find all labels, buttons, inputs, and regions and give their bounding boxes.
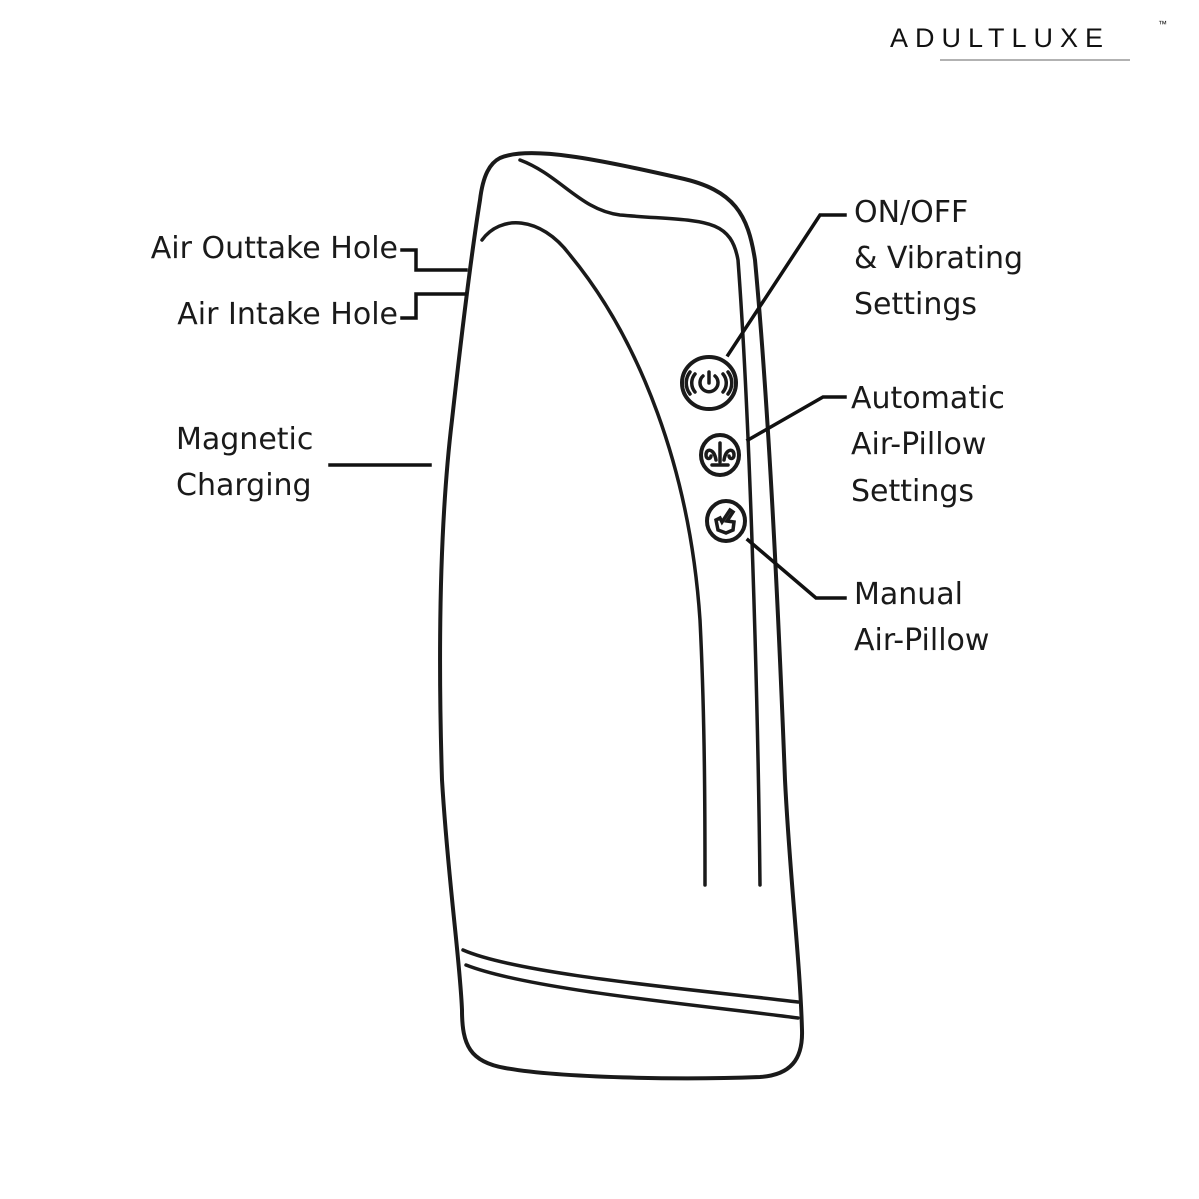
brand-logo: ADULTLUXE ™ — [890, 19, 1167, 61]
air-intake-leader — [400, 292, 468, 320]
hand-pointer-icon — [714, 507, 736, 535]
label-power-3: Settings — [854, 287, 977, 322]
label-air-intake: Air Intake Hole — [177, 297, 398, 332]
label-air-outtake: Air Outtake Hole — [151, 231, 398, 266]
device-outline — [438, 151, 805, 1081]
label-magnetic-1: Magnetic — [176, 422, 313, 457]
power-vibration-icon — [684, 370, 734, 396]
power-button[interactable] — [680, 355, 738, 411]
logo-text: ADULTLUXE — [890, 23, 1110, 53]
label-automatic-1: Automatic — [851, 381, 1005, 416]
manual-air-pillow-button[interactable] — [705, 499, 747, 543]
bottom-band-top — [461, 948, 800, 1004]
label-manual-1: Manual — [854, 577, 963, 612]
front-panel-curve — [480, 221, 707, 887]
air-outtake-leader — [400, 248, 468, 272]
air-pillow-icon — [704, 441, 736, 467]
label-manual-2: Air-Pillow — [854, 623, 989, 658]
label-automatic-2: Air-Pillow — [851, 427, 986, 462]
side-line-outer — [518, 158, 762, 887]
label-magnetic-2: Charging — [176, 468, 312, 503]
bottom-band-bottom — [464, 963, 800, 1020]
manual-leader — [745, 537, 847, 600]
label-power-1: ON/OFF — [854, 195, 968, 230]
logo-trademark: ™ — [1158, 19, 1167, 29]
label-power-2: & Vibrating — [854, 241, 1023, 276]
automatic-leader — [745, 395, 847, 443]
device-illustration — [438, 151, 805, 1081]
label-automatic-3: Settings — [851, 474, 974, 509]
power-leader — [725, 213, 847, 358]
automatic-air-pillow-button[interactable] — [699, 433, 741, 477]
